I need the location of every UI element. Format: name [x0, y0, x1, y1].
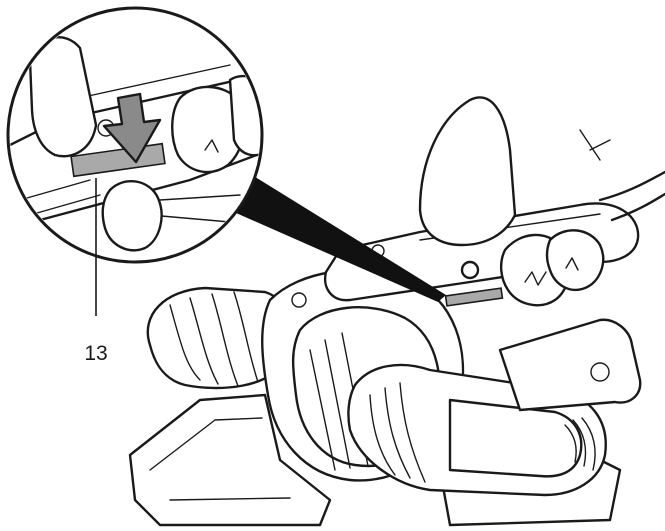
callout-13-number: 13: [84, 342, 107, 365]
lock-strip: [444, 287, 504, 307]
zoom-projection-wedge: [218, 175, 446, 302]
callout-13: 13: [84, 178, 108, 365]
press-down-arrow-icon: [102, 92, 162, 164]
tool-body: [128, 96, 665, 527]
detail-zoom-view: [6, 6, 264, 264]
